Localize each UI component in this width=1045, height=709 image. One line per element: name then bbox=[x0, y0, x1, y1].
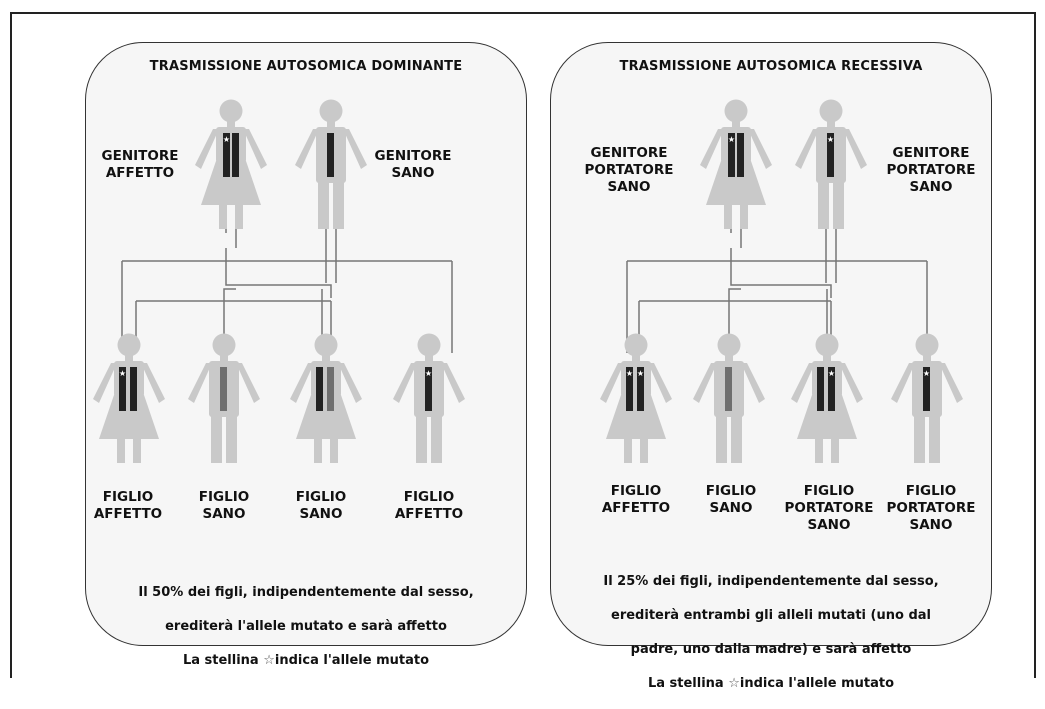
chromosome bbox=[232, 133, 239, 177]
dominant-note-line1: Il 50% dei figli, indipendentemente dal … bbox=[86, 584, 526, 601]
chromosome bbox=[327, 367, 334, 411]
dominant-note: Il 50% dei figli, indipendentemente dal … bbox=[86, 567, 526, 686]
head-icon bbox=[820, 100, 843, 123]
head-icon bbox=[916, 334, 939, 357]
child-1-affected-female: ★ bbox=[93, 334, 165, 464]
head-icon bbox=[320, 100, 343, 123]
head-icon bbox=[625, 334, 648, 357]
dominant-child-4-label: FIGLIO AFFETTO bbox=[389, 489, 469, 523]
chromosome bbox=[316, 367, 323, 411]
recessive-note-line4-prefix: La stellina bbox=[648, 676, 728, 691]
dominant-parent-right-label: GENITORE SANO bbox=[368, 148, 458, 182]
parent-male-carrier: ★ bbox=[795, 100, 867, 230]
dominant-note-line2: erediterà l'allele mutato e sarà affetto bbox=[86, 618, 526, 635]
dominant-child-3-label: FIGLIO SANO bbox=[281, 489, 361, 523]
head-icon bbox=[315, 334, 338, 357]
recessive-note-line3: padre, uno dalla madre) e sarà affetto bbox=[551, 641, 991, 658]
frame-top-border bbox=[10, 12, 1035, 14]
dominant-child-1-label: FIGLIO AFFETTO bbox=[88, 489, 168, 523]
head-icon bbox=[118, 334, 141, 357]
dominant-note-line3: La stellina ☆indica l'allele mutato bbox=[86, 652, 526, 669]
recessive-note-line1: Il 25% dei figli, indipendentemente dal … bbox=[551, 573, 991, 590]
parent-male-healthy bbox=[295, 100, 367, 230]
star-icon: ★ bbox=[626, 369, 633, 378]
child-4-carrier-male: ★ bbox=[891, 334, 963, 464]
recessive-note-line2: erediterà entrambi gli alleli mutati (un… bbox=[551, 607, 991, 624]
star-icon: ★ bbox=[119, 369, 126, 378]
star-icon: ☆ bbox=[263, 653, 275, 668]
star-icon: ★ bbox=[828, 369, 835, 378]
dominant-parent-left-label: GENITORE AFFETTO bbox=[90, 148, 190, 182]
star-icon: ★ bbox=[637, 369, 644, 378]
star-icon: ☆ bbox=[728, 676, 740, 691]
dominant-panel: TRASMISSIONE AUTOSOMICA DOMINANTE ★★★ GE… bbox=[85, 42, 527, 646]
chromosome bbox=[327, 133, 334, 177]
recessive-child-1-label: FIGLIO AFFETTO bbox=[596, 483, 676, 517]
frame-right-border bbox=[1034, 12, 1036, 678]
star-icon: ★ bbox=[728, 135, 735, 144]
head-icon bbox=[816, 334, 839, 357]
frame-left-border bbox=[10, 12, 12, 678]
star-icon: ★ bbox=[425, 369, 432, 378]
chromosome bbox=[130, 367, 137, 411]
recessive-parent-right-label: GENITORE PORTATORE SANO bbox=[881, 145, 981, 196]
dominant-note-line3-prefix: La stellina bbox=[183, 653, 263, 668]
star-icon: ★ bbox=[223, 135, 230, 144]
child-2-healthy-male bbox=[188, 334, 260, 464]
chromosome bbox=[737, 133, 744, 177]
head-icon bbox=[213, 334, 236, 357]
child-3-healthy-female bbox=[290, 334, 362, 464]
dominant-connectors bbox=[122, 213, 452, 353]
dominant-note-line3-suffix: indica l'allele mutato bbox=[275, 653, 429, 668]
recessive-parent-left-label: GENITORE PORTATORE SANO bbox=[579, 145, 679, 196]
star-icon: ★ bbox=[923, 369, 930, 378]
recessive-child-3-label: FIGLIO PORTATORE SANO bbox=[779, 483, 879, 534]
chromosome bbox=[220, 367, 227, 411]
child-2-healthy-male bbox=[693, 334, 765, 464]
parent-female-carrier: ★ bbox=[700, 100, 772, 230]
chromosome bbox=[817, 367, 824, 411]
recessive-child-4-label: FIGLIO PORTATORE SANO bbox=[881, 483, 981, 534]
recessive-note-line4-suffix: indica l'allele mutato bbox=[740, 676, 894, 691]
recessive-panel: TRASMISSIONE AUTOSOMICA RECESSIVA ★★★★★★… bbox=[550, 42, 992, 646]
chromosome bbox=[725, 367, 732, 411]
child-4-affected-male: ★ bbox=[393, 334, 465, 464]
head-icon bbox=[718, 334, 741, 357]
recessive-note: Il 25% dei figli, indipendentemente dal … bbox=[551, 556, 991, 709]
child-1-affected-female: ★★ bbox=[600, 334, 672, 464]
star-icon: ★ bbox=[827, 135, 834, 144]
head-icon bbox=[220, 100, 243, 123]
recessive-connectors bbox=[627, 213, 927, 353]
dominant-pedigree: ★ ★ ★ bbox=[86, 43, 528, 647]
recessive-child-2-label: FIGLIO SANO bbox=[691, 483, 771, 517]
head-icon bbox=[725, 100, 748, 123]
head-icon bbox=[418, 334, 441, 357]
child-3-carrier-female: ★ bbox=[791, 334, 863, 464]
parent-female-affected: ★ bbox=[195, 100, 267, 230]
dominant-child-2-label: FIGLIO SANO bbox=[184, 489, 264, 523]
